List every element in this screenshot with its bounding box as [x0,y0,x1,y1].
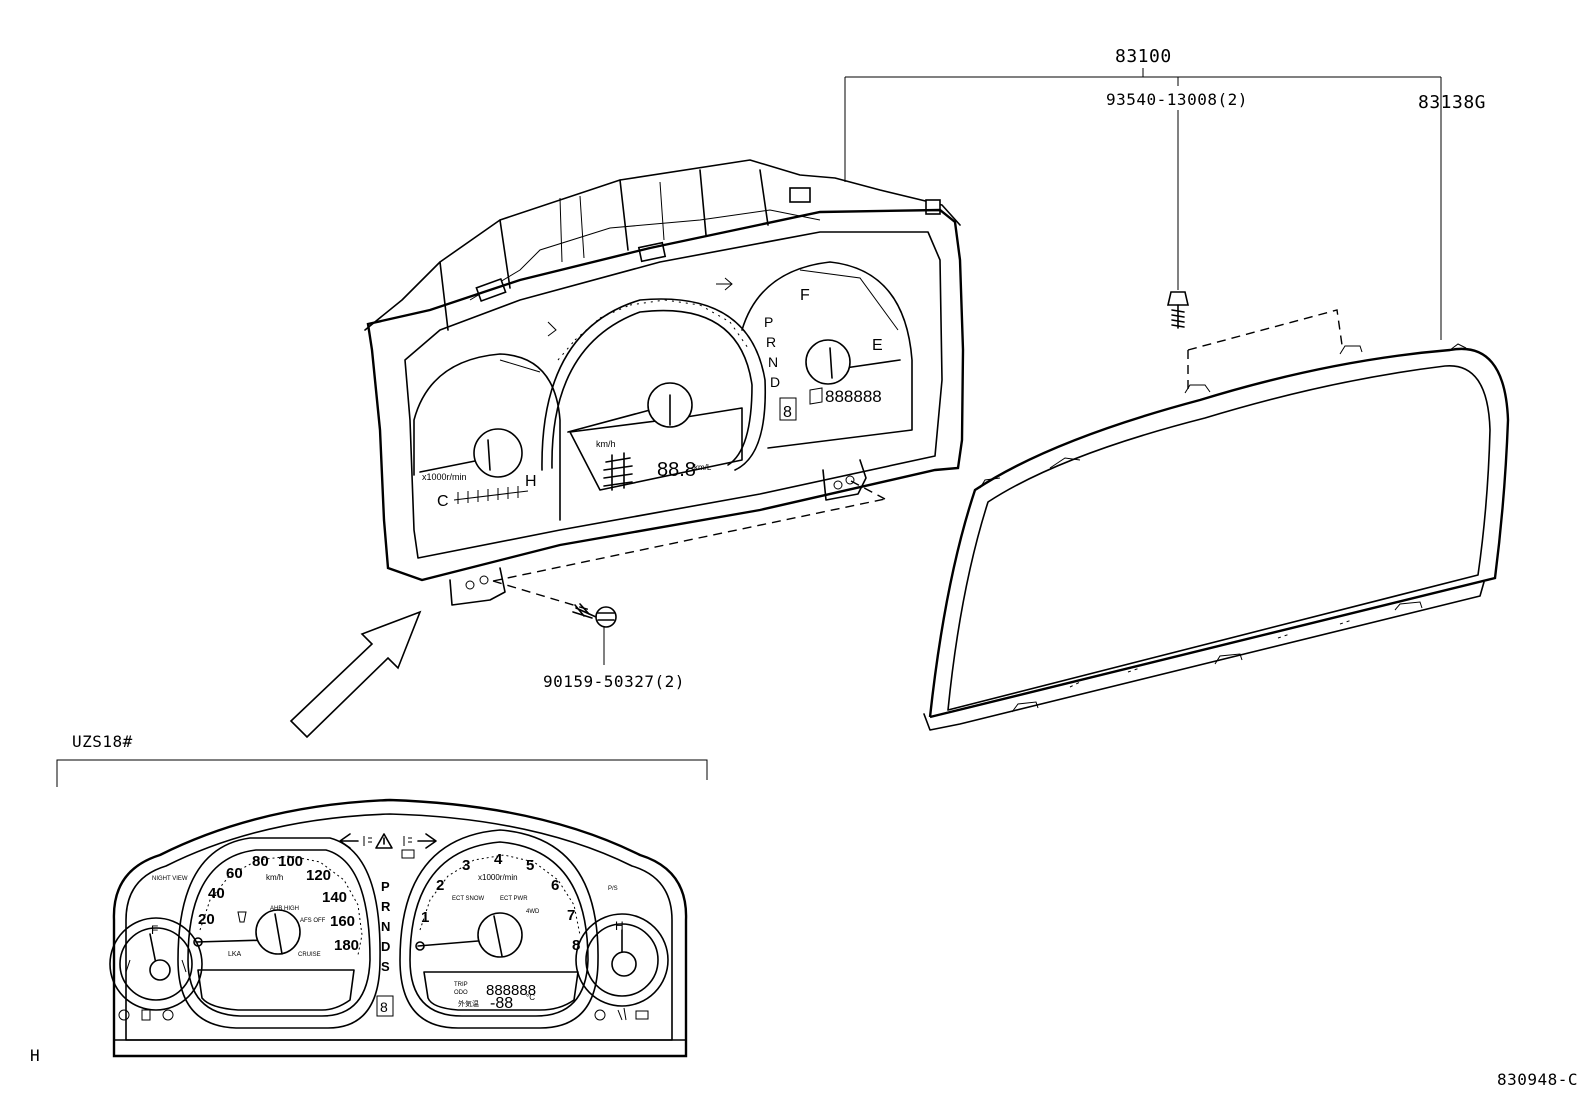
speed-tick-140: 140 [322,889,347,906]
front-gear-digit: 8 [380,999,388,1015]
tach-tick-7: 7 [567,907,575,924]
label-diagram-id: 830948-C [1497,1070,1578,1089]
fuel3d-empty: E [872,337,883,354]
tach-tick-1: 1 [421,909,429,926]
front-speed-unit: km/h [266,873,283,882]
front-ect-pwr: ECT PWR [500,896,528,902]
front-gear-d: D [381,939,390,954]
gear3d-digit: 8 [783,404,792,421]
cluster-glass [923,343,1510,731]
front-cruise: CRUISE [298,952,321,958]
speed-tick-20: 20 [198,911,215,928]
temp3d-cold: C [437,493,449,510]
speed3d-unit: km/h [596,439,616,449]
tach3d-unit: x1000r/min [422,472,467,482]
label-corner: H [30,1046,40,1065]
front-temp-hot: H [615,919,624,933]
front-odo-lbl: ODO [454,990,468,996]
charge-icon [635,1010,649,1020]
front-fuel-full: F [151,923,158,937]
engine-icon [594,1009,606,1021]
turn-right-icon [417,833,437,849]
front-temp-unit: °C [526,993,535,1002]
label-glass: 83138G [1418,92,1486,113]
cluster-front-view: F H P/S 20 40 60 80 100 120 140 160 180 … [109,798,688,1058]
tach-tick-8: 8 [572,937,580,954]
front-night-view: NIGHT VIEW [152,876,188,882]
speed-tick-40: 40 [208,885,225,902]
screw-bottom [572,603,617,628]
tach-tick-6: 6 [551,877,559,894]
fuel-icon [141,1009,151,1021]
front-ect-snow: ECT SNOW [452,896,485,902]
front-beam-high: AHB HIGH [270,906,299,912]
speed-tick-120: 120 [306,867,331,884]
gear3d-n: N [768,354,778,370]
front-outside-label: 外気温 [458,999,479,1008]
odo-3d: 888888 [825,387,882,406]
battery-icon [401,849,415,859]
rear-fog-icon [403,836,412,846]
tach-tick-3: 3 [462,857,470,874]
front-gear-r: R [381,899,391,914]
temp3d-hot: H [525,473,537,490]
front-temp-display: -88 [490,995,513,1012]
front-4wd: 4WD [526,909,540,915]
front-gear-n: N [381,919,390,934]
tach-tick-2: 2 [436,877,444,894]
speed-tick-60: 60 [226,865,243,882]
front-afs-off: AFS OFF [300,918,326,924]
leader-lines [56,68,1442,787]
speed-tick-160: 160 [330,913,355,930]
abs-icon [162,1009,174,1021]
speed-tick-180: 180 [334,937,359,954]
brake-icon [118,1009,130,1021]
fuel3d-full: F [800,287,810,304]
fuel-econ-3d: 88.8 [657,459,696,481]
speed-tick-100: 100 [278,853,303,870]
turn-left-icon [339,833,359,849]
front-gear-s: S [381,959,390,974]
tach-tick-5: 5 [526,857,534,874]
assembly-dashed-lines [492,309,1343,611]
fog-light-icon [363,836,372,846]
gear3d-p: P [764,314,773,330]
tach-tick-4: 4 [494,851,503,868]
label-variant: UZS18# [72,732,133,751]
front-trip: TRIP [454,982,468,988]
label-assembly: 83100 [1115,46,1172,67]
front-gear-p: P [381,879,390,894]
cluster-assembly-3d: x1000r/min C H km/h 88.8 km/L P R N D F … [364,159,965,606]
fuel-econ-unit-3d: km/L [694,463,712,472]
speed-tick-80: 80 [252,853,269,870]
front-pcs: P/S [608,886,618,892]
label-screw-top: 93540-13008(2) [1106,90,1248,109]
warning-icon [375,833,393,849]
front-lka: LKA [228,951,242,958]
front-tach-unit: x1000r/min [478,873,518,882]
label-screw-bottom: 90159-50327(2) [543,672,685,691]
view-arrow [289,610,422,739]
screw-top [1166,291,1190,329]
seatbelt-icon [617,1007,627,1021]
gear3d-d: D [770,374,780,390]
gear3d-r: R [766,334,776,350]
front-odo: 888888 [486,982,536,999]
